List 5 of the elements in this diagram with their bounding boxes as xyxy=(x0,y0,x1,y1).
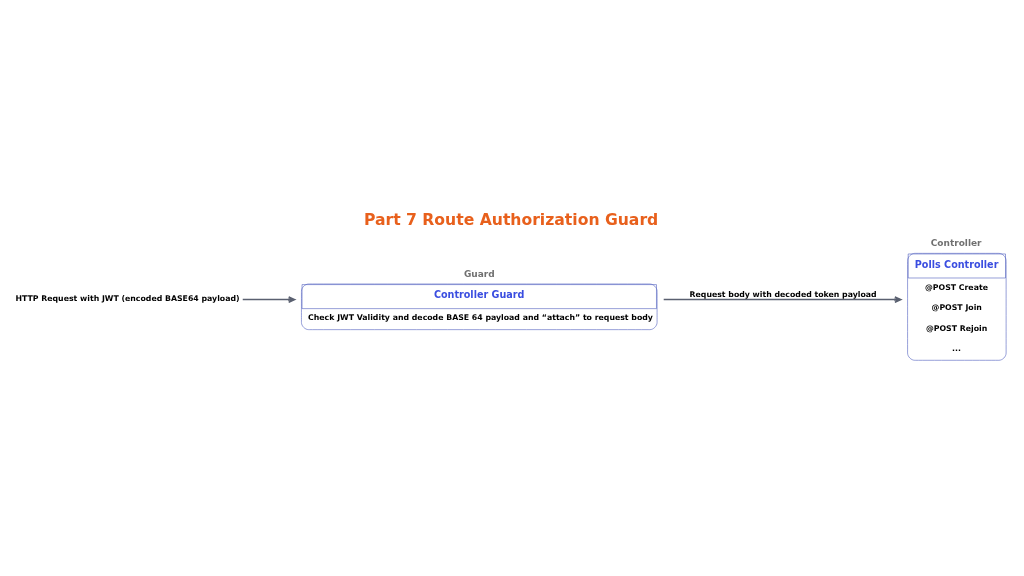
node-label: Controller xyxy=(930,237,982,248)
arrow xyxy=(662,295,902,303)
node-label: Guard xyxy=(463,268,495,279)
arrow xyxy=(242,295,296,303)
diagram-title: Part 7 Route Authorization Guard xyxy=(363,210,659,229)
